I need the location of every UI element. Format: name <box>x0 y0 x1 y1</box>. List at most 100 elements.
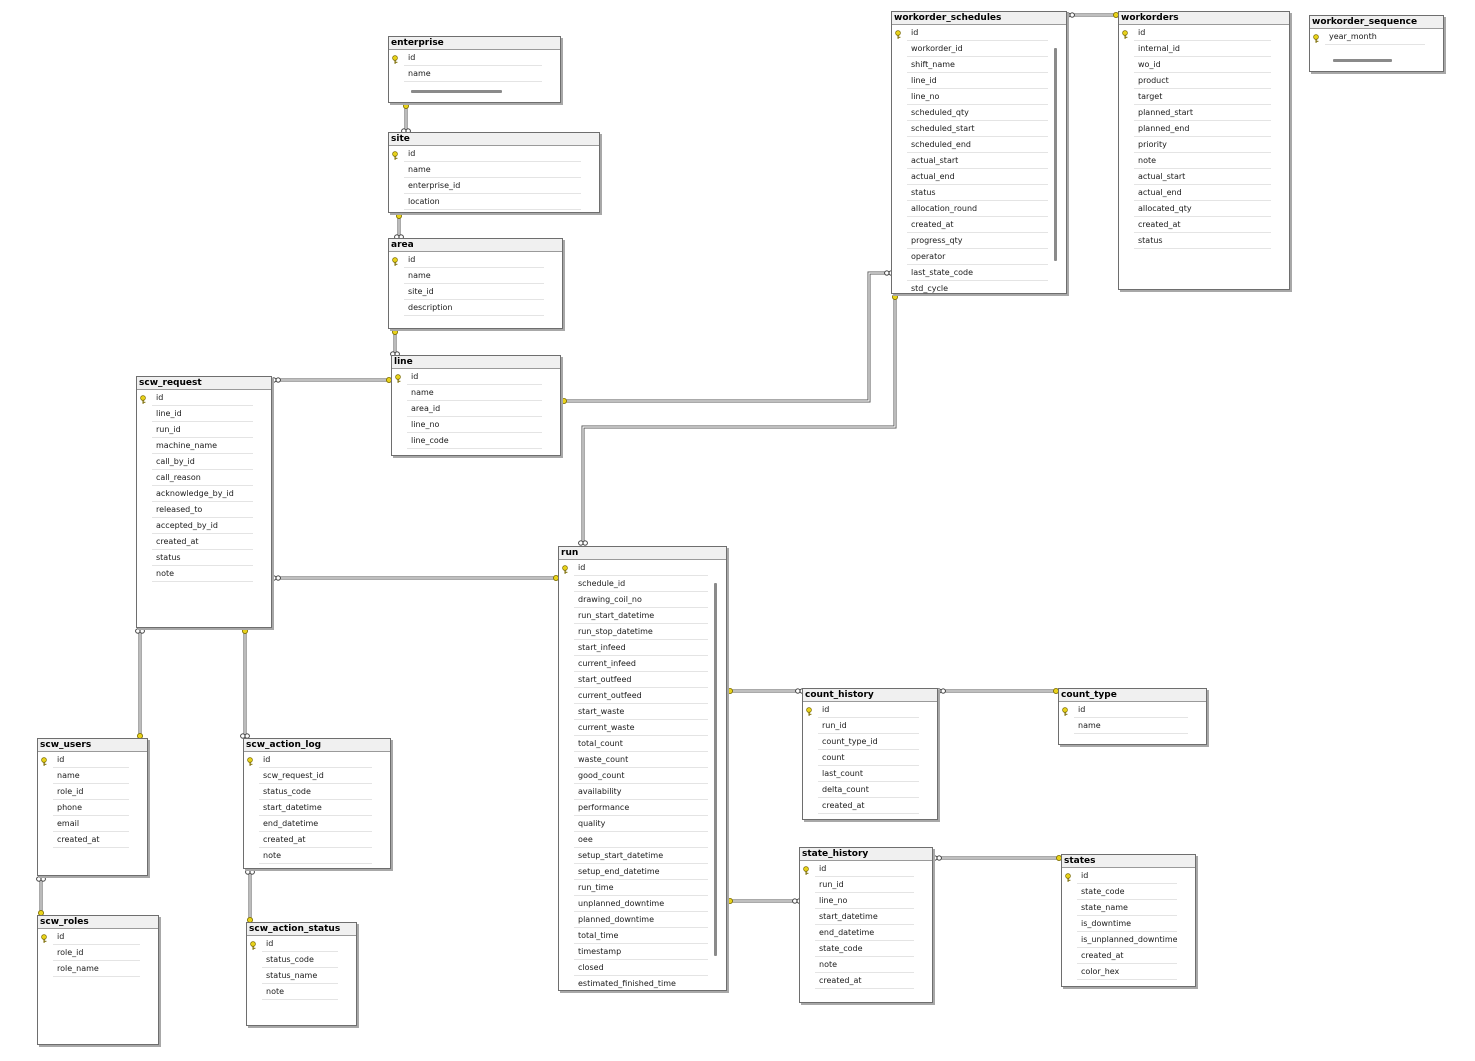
column-row[interactable]: state_name <box>1062 900 1195 916</box>
column-row[interactable]: status_code <box>244 784 390 800</box>
column-row[interactable]: id <box>1119 25 1289 41</box>
column-row[interactable]: product <box>1119 73 1289 89</box>
vertical-scrollbar[interactable] <box>714 583 717 956</box>
column-row[interactable]: note <box>137 566 271 582</box>
column-row[interactable]: released_to <box>137 502 271 518</box>
column-row[interactable]: end_datetime <box>800 925 932 941</box>
column-row[interactable]: id <box>1062 868 1195 884</box>
table-title[interactable]: workorder_schedules <box>892 12 1066 25</box>
column-row[interactable]: closed <box>559 960 726 976</box>
column-row[interactable]: line_no <box>392 417 560 433</box>
column-row[interactable]: name <box>392 385 560 401</box>
column-row[interactable]: area_id <box>392 401 560 417</box>
column-row[interactable]: unplanned_downtime <box>559 896 726 912</box>
column-row[interactable]: enterprise_id <box>389 178 599 194</box>
column-row[interactable]: actual_end <box>1119 185 1289 201</box>
table-title[interactable]: site <box>389 133 599 146</box>
table-title[interactable]: scw_request <box>137 377 271 390</box>
column-row[interactable]: status <box>1119 233 1289 249</box>
column-row[interactable]: delta_count <box>803 782 937 798</box>
table-title[interactable]: scw_action_status <box>247 923 356 936</box>
column-row[interactable]: run_id <box>800 877 932 893</box>
column-row[interactable]: actual_start <box>1119 169 1289 185</box>
column-row[interactable]: created_at <box>38 832 147 848</box>
column-row[interactable]: timestamp <box>559 944 726 960</box>
column-row[interactable]: note <box>1119 153 1289 169</box>
column-row[interactable]: id <box>803 702 937 718</box>
table-title[interactable]: state_history <box>800 848 932 861</box>
column-row[interactable]: allocation_round <box>892 201 1066 217</box>
column-row[interactable]: site_id <box>389 284 562 300</box>
table-title[interactable]: workorders <box>1119 12 1289 25</box>
column-row[interactable]: id <box>244 752 390 768</box>
column-row[interactable]: total_time <box>559 928 726 944</box>
column-row[interactable]: note <box>247 984 356 1000</box>
horizontal-scrollbar[interactable] <box>411 90 502 93</box>
column-row[interactable]: created_at <box>137 534 271 550</box>
column-row[interactable]: role_id <box>38 945 158 961</box>
column-row[interactable]: scheduled_qty <box>892 105 1066 121</box>
table-title[interactable]: states <box>1062 855 1195 868</box>
column-row[interactable]: call_by_id <box>137 454 271 470</box>
column-row[interactable]: id <box>800 861 932 877</box>
column-row[interactable]: id <box>38 752 147 768</box>
column-row[interactable]: state_code <box>1062 884 1195 900</box>
column-row[interactable]: color_hex <box>1062 964 1195 980</box>
column-row[interactable]: allocated_qty <box>1119 201 1289 217</box>
column-row[interactable]: line_id <box>137 406 271 422</box>
column-row[interactable]: run_stop_datetime <box>559 624 726 640</box>
column-row[interactable]: end_datetime <box>244 816 390 832</box>
table-title[interactable]: scw_users <box>38 739 147 752</box>
column-row[interactable]: oee <box>559 832 726 848</box>
table-title[interactable]: scw_action_log <box>244 739 390 752</box>
table-title[interactable]: workorder_sequence <box>1310 16 1443 29</box>
column-row[interactable]: last_state_code <box>892 265 1066 281</box>
column-row[interactable]: last_count <box>803 766 937 782</box>
table-title[interactable]: count_type <box>1059 689 1206 702</box>
column-row[interactable]: created_at <box>1062 948 1195 964</box>
column-row[interactable]: name <box>389 268 562 284</box>
column-row[interactable]: line_no <box>892 89 1066 105</box>
column-row[interactable]: id <box>389 50 560 66</box>
column-row[interactable]: setup_end_datetime <box>559 864 726 880</box>
column-row[interactable]: workorder_id <box>892 41 1066 57</box>
column-row[interactable]: current_infeed <box>559 656 726 672</box>
column-row[interactable]: name <box>38 768 147 784</box>
table-title[interactable]: line <box>392 356 560 369</box>
column-row[interactable]: availability <box>559 784 726 800</box>
column-row[interactable]: scheduled_start <box>892 121 1066 137</box>
column-row[interactable]: count_type_id <box>803 734 937 750</box>
column-row[interactable]: progress_qty <box>892 233 1066 249</box>
column-row[interactable]: call_reason <box>137 470 271 486</box>
column-row[interactable]: schedule_id <box>559 576 726 592</box>
vertical-scrollbar[interactable] <box>1054 48 1057 261</box>
column-row[interactable]: role_name <box>38 961 158 977</box>
column-row[interactable]: year_month <box>1310 29 1443 45</box>
column-row[interactable]: target <box>1119 89 1289 105</box>
column-row[interactable]: start_infeed <box>559 640 726 656</box>
relationship-run-to-workorder-schedules[interactable] <box>581 297 897 543</box>
column-row[interactable]: name <box>389 66 560 82</box>
table-title[interactable]: run <box>559 547 726 560</box>
column-row[interactable]: drawing_coil_no <box>559 592 726 608</box>
column-row[interactable]: accepted_by_id <box>137 518 271 534</box>
column-row[interactable]: is_downtime <box>1062 916 1195 932</box>
column-row[interactable]: id <box>892 25 1066 41</box>
column-row[interactable]: current_waste <box>559 720 726 736</box>
column-row[interactable]: created_at <box>892 217 1066 233</box>
column-row[interactable]: quality <box>559 816 726 832</box>
column-row[interactable]: id <box>38 929 158 945</box>
column-row[interactable]: id <box>137 390 271 406</box>
column-row[interactable]: performance <box>559 800 726 816</box>
column-row[interactable]: total_count <box>559 736 726 752</box>
column-row[interactable]: id <box>247 936 356 952</box>
column-row[interactable]: id <box>559 560 726 576</box>
